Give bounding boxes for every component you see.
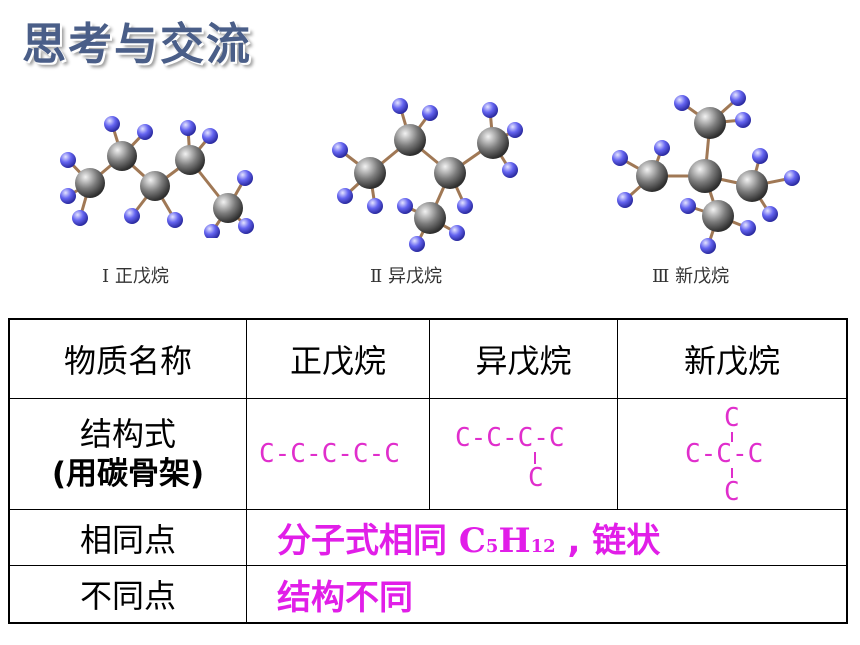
isopentane-ball-stick-image xyxy=(332,98,523,252)
column-header-n-pentane: 正戊烷 xyxy=(246,318,430,399)
model-isopentane xyxy=(325,88,525,258)
structure-n-pentane-cell: C-C-C-C-C xyxy=(246,398,430,510)
n-pentane-skeleton-formula: C-C-C-C-C xyxy=(259,439,400,469)
formula-12: 12 xyxy=(530,536,556,557)
neopentane-ball-stick-image xyxy=(612,90,800,254)
n-pentane-ball-stick-image xyxy=(60,116,254,238)
neopentane-formula-mid: C-C-C xyxy=(685,439,763,469)
formula-5: 5 xyxy=(485,536,499,557)
structure-neopentane-cell: C C-C-C C xyxy=(617,398,848,510)
molecule-models: Ⅰ 正戊烷 xyxy=(40,88,820,298)
model-n-pentane xyxy=(50,108,260,238)
similarity-suffix: , 链状 xyxy=(555,521,661,561)
n-pentane-formula-text: C-C-C-C-C xyxy=(259,439,400,469)
similarity-prefix: 分子式相同 xyxy=(277,521,459,561)
neopentane-skeleton-formula: C C-C-C C xyxy=(685,404,763,504)
table-row-similarity: 相同点 分子式相同 C5H12 , 链状 xyxy=(8,509,848,566)
model-caption-1: Ⅰ 正戊烷 xyxy=(102,266,169,287)
difference-label-cell: 不同点 xyxy=(8,565,247,624)
formula-h: H xyxy=(498,521,531,561)
similarity-label-cell: 相同点 xyxy=(8,509,247,566)
structure-isopentane-cell: C-C-C-C C xyxy=(429,398,618,510)
formula-c: C xyxy=(458,521,486,561)
similarity-content-cell: 分子式相同 C5H12 , 链状 xyxy=(246,509,848,566)
isopentane-formula-main: C-C-C-C xyxy=(455,423,565,453)
column-header-isopentane: 异戊烷 xyxy=(429,318,618,399)
difference-content-cell: 结构不同 xyxy=(246,565,848,624)
comparison-table: 物质名称 正戊烷 异戊烷 新戊烷 结构式 (用碳骨架) C-C-C-C-C C-… xyxy=(8,318,848,624)
structure-label-line2: (用碳骨架) xyxy=(51,456,205,492)
structure-label-cell: 结构式 (用碳骨架) xyxy=(8,398,247,510)
model-neopentane xyxy=(600,88,800,258)
model-caption-3: Ⅲ 新戊烷 xyxy=(652,266,730,287)
table-row-header: 物质名称 正戊烷 异戊烷 新戊烷 xyxy=(8,318,848,399)
isopentane-skeleton-formula: C-C-C-C C xyxy=(455,423,565,493)
structure-label-line1: 结构式 xyxy=(79,415,176,453)
isopentane-formula-branch: C xyxy=(528,463,544,493)
table-row-structure: 结构式 (用碳骨架) C-C-C-C-C C-C-C-C C C xyxy=(8,398,848,510)
table-row-difference: 不同点 结构不同 xyxy=(8,565,848,624)
similarity-text: 分子式相同 C5H12 , 链状 xyxy=(277,521,660,561)
neopentane-formula-bottom: C xyxy=(724,477,740,504)
molecular-formula: C5H12 xyxy=(459,521,556,561)
column-header-neopentane: 新戊烷 xyxy=(617,318,848,399)
neopentane-formula-top: C xyxy=(724,404,740,433)
header-label-cell: 物质名称 xyxy=(8,318,247,399)
page-title: 思考与交流 xyxy=(22,19,252,70)
model-caption-2: Ⅱ 异戊烷 xyxy=(370,266,442,287)
difference-text: 结构不同 xyxy=(277,577,413,618)
